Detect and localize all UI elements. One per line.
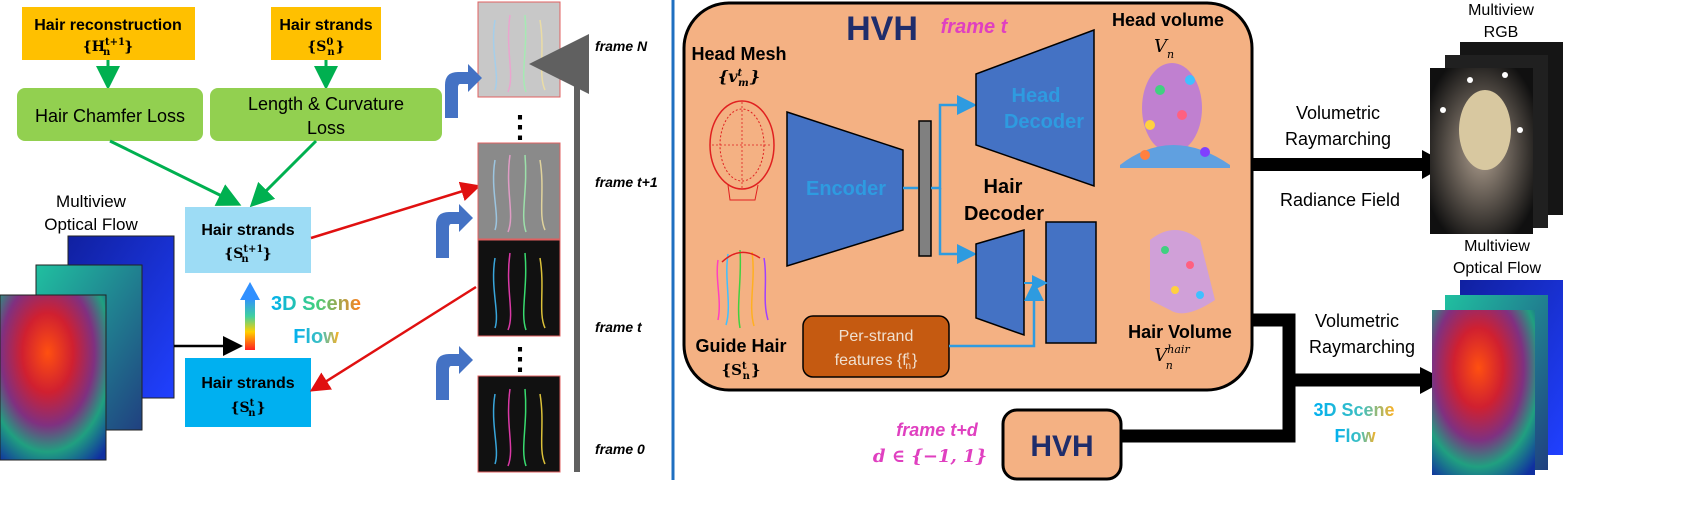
latent-to-hair-decoder [938, 188, 977, 264]
per-strand-to-decoder [949, 281, 1044, 348]
head-decoder-line1: Head [1012, 85, 1061, 107]
frame-thumbnails [477, 1, 561, 473]
arrow-chamfer-to-strands [109, 139, 242, 206]
hvh-small-label: HVH [1030, 430, 1093, 463]
head-decoder-line2: Decoder [1004, 111, 1084, 133]
output-arrows [1122, 150, 1448, 443]
frame-labels: frame N frame t+1 frame t frame 0 [595, 38, 658, 457]
multiview-rgb-line2: RGB [1484, 24, 1519, 41]
hair-decoder-shape1 [975, 229, 1025, 337]
multiview-flow-left-line1: Multiview [56, 192, 127, 211]
frame-label-n: frame N [595, 38, 648, 54]
guide-hair-label: Guide Hair [695, 336, 786, 356]
arrow-strands-t1-to-frame [310, 181, 481, 240]
dots-lower: ⋮ [505, 343, 535, 376]
hair-volume-image [1150, 230, 1215, 314]
optical-flow-images-left [0, 235, 175, 461]
radiance-field-label: Radiance Field [1280, 190, 1400, 210]
frame-t-label: frame t [941, 16, 1009, 38]
per-strand-line1: Per-strand [839, 328, 914, 345]
cycle-arrows [436, 64, 482, 400]
hair-decoder-line1: Hair [984, 176, 1023, 198]
head-volume-image [1120, 63, 1230, 168]
scene-flow-arrow [240, 282, 260, 350]
scene-flow-line1: 3D Scene [271, 293, 361, 315]
hair-strands-t1-label: Hair strands [201, 222, 294, 239]
latent-code [918, 120, 932, 257]
volumetric-top-line1: Volumetric [1296, 103, 1380, 123]
frame-label-t: frame t [595, 319, 643, 335]
scene-flow-right-line2: Flow [1335, 426, 1377, 446]
multiview-flow-left-line2: Optical Flow [44, 215, 138, 234]
hair-decoder-line2: Decoder [964, 203, 1044, 225]
hvh-panel [682, 1, 1254, 392]
guide-hair-image [716, 249, 769, 329]
frame-td-label: frame t+d [896, 420, 979, 440]
frame-label-0: frame 0 [595, 441, 645, 457]
d-set-label: d ∈ {−1, 1} [873, 446, 987, 467]
hair-volume-label: Hair Volume [1128, 322, 1232, 342]
hvh-title: HVH [846, 10, 918, 48]
arrow-frame-to-strands-t [309, 285, 477, 392]
hvh-small-box [1001, 408, 1123, 481]
head-volume-math: Vn [1154, 36, 1174, 61]
volumetric-bottom-line1: Volumetric [1315, 311, 1399, 331]
length-curvature-line1: Length & Curvature [248, 94, 404, 114]
dots-upper: ⋮ [505, 111, 535, 144]
head-decoder-shape [975, 28, 1095, 188]
multiview-rgb-line1: Multiview [1468, 2, 1534, 19]
head-volume-label: Head volume [1112, 10, 1224, 30]
length-curvature-box: Length & Curvature Loss [210, 88, 442, 141]
encoder-shape [786, 110, 904, 268]
frame-label-t1: frame t+1 [595, 174, 658, 190]
head-mesh-image [709, 100, 775, 201]
chamfer-loss-box: Hair Chamfer Loss [17, 88, 203, 141]
hair-reconstruction-label: Hair reconstruction [34, 17, 182, 34]
head-mesh-label: Head Mesh [691, 44, 786, 64]
optical-flow-images-right [1432, 280, 1563, 475]
volumetric-bottom-line2: Raymarching [1309, 337, 1415, 357]
multiview-flow-right-line1: Multiview [1464, 238, 1530, 255]
volumetric-top-line2: Raymarching [1285, 129, 1391, 149]
scene-flow-right-line1: 3D Scene [1313, 400, 1394, 420]
latent-to-head-decoder [931, 95, 977, 190]
hair-decoder-shape2 [1045, 221, 1097, 344]
scene-flow-line2: Flow [293, 326, 339, 348]
multiview-flow-right-line2: Optical Flow [1453, 260, 1541, 277]
encoder-label: Encoder [806, 178, 886, 200]
chamfer-loss-label: Hair Chamfer Loss [35, 106, 185, 126]
hair-strands-top-label: Hair strands [279, 17, 372, 34]
arrow-length-to-strands [249, 139, 318, 208]
hair-strands-t-label: Hair strands [201, 375, 294, 392]
length-curvature-line2: Loss [307, 118, 345, 138]
multiview-rgb-images [1430, 42, 1563, 234]
